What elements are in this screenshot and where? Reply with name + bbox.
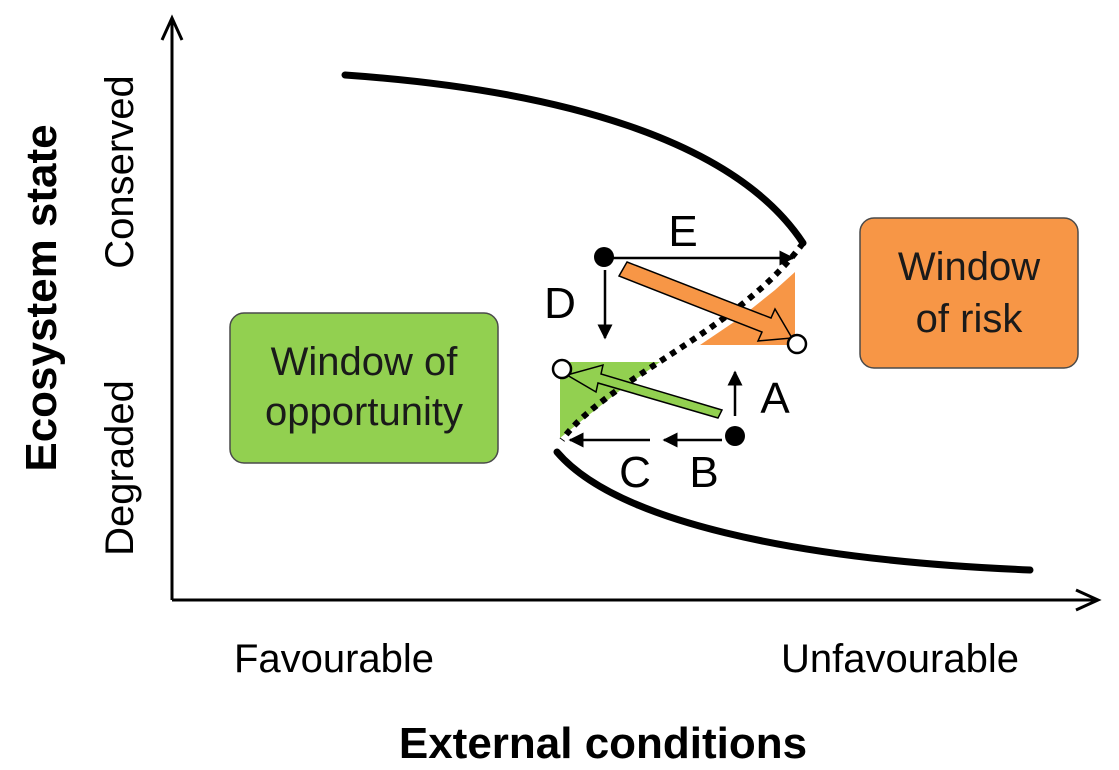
label-e: E — [668, 207, 697, 256]
orange-transition-arrow — [617, 261, 794, 342]
label-c: C — [619, 448, 651, 497]
green-transition-arrow — [565, 363, 724, 419]
x-axis-high-label: Unfavourable — [781, 637, 1019, 681]
risk-end-point — [786, 333, 808, 355]
label-b: B — [689, 448, 718, 497]
x-axis-arrowhead — [1075, 588, 1102, 612]
x-axis-title: External conditions — [399, 719, 807, 768]
axes — [160, 14, 1102, 612]
unstable-branch — [559, 241, 806, 442]
y-axis-high-label: Conserved — [98, 75, 142, 268]
label-a: A — [760, 374, 790, 423]
opportunity-line-1: Window of — [271, 340, 459, 384]
x-axis-low-label: Favourable — [234, 637, 434, 681]
risk-line-1: Window — [898, 245, 1040, 289]
lower-stable-branch — [553, 448, 1034, 574]
upper-start-point — [594, 247, 614, 267]
y-axis-arrowhead — [160, 14, 184, 41]
upper-stable-branch — [341, 71, 807, 247]
opportunity-end-point — [551, 358, 573, 380]
opportunity-line-2: opportunity — [265, 390, 463, 434]
y-axis-title: Ecosystem state — [17, 124, 66, 471]
window-of-risk-box: Window of risk — [859, 217, 1079, 369]
lower-start-point — [725, 426, 745, 446]
label-d: D — [544, 279, 576, 328]
y-axis-low-label: Degraded — [98, 380, 142, 556]
window-of-opportunity-box: Window of opportunity — [229, 312, 499, 464]
risk-line-2: of risk — [916, 297, 1024, 341]
